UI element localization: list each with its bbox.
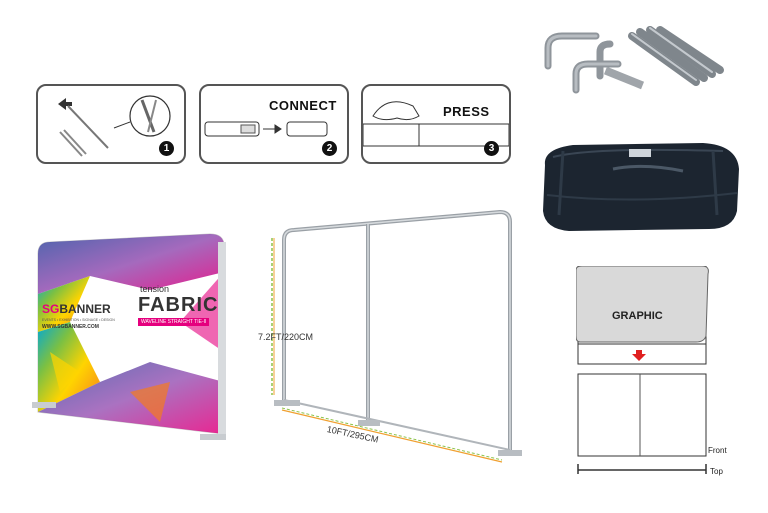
install-diagram-drawing (576, 266, 709, 474)
step-panel-1: 1 (36, 84, 186, 164)
brand-logo-sg: SG (42, 302, 60, 316)
brand-tagline: EVENTS • EXHIBITION • SIGNAGE • DESIGN (42, 318, 115, 322)
product-subtitle: WAVELINE STRAIGHT TIE-II (138, 318, 210, 326)
top-label: Top (710, 467, 723, 476)
graphic-label: GRAPHIC (612, 310, 663, 322)
banner-artwork (32, 233, 226, 440)
step-number-2: 2 (322, 141, 337, 156)
bare-frame-diagram (271, 209, 522, 463)
brand-logo-name: BANNER (59, 302, 111, 316)
product-tension-label: tension (140, 284, 170, 294)
brand-url: WWW.SGBANNER.COM (42, 324, 99, 330)
step-title-connect: CONNECT (269, 98, 337, 113)
product-fabric-label: FABRIC (138, 294, 219, 316)
brand-logo: SGBANNER (42, 302, 111, 316)
connect-illustration (204, 121, 328, 137)
frame-height-label: 7.2FT/220CM (258, 332, 314, 342)
press-illustration (363, 101, 509, 147)
banner-display: SGBANNER EVENTS • EXHIBITION • SIGNAGE •… (30, 232, 230, 442)
assembly-illustration (58, 95, 171, 157)
step-number-3: 3 (484, 141, 499, 156)
graphic-install-diagram: GRAPHIC Front Top (576, 266, 736, 486)
step-panel-2: CONNECT 2 (199, 84, 349, 164)
step-number-1: 1 (159, 141, 174, 156)
carry-bag-image (543, 143, 739, 231)
frame-tubes-image (544, 26, 724, 94)
step-panel-3: PRESS 3 (361, 84, 511, 164)
front-label: Front (708, 446, 727, 455)
step-title-press: PRESS (443, 104, 490, 119)
